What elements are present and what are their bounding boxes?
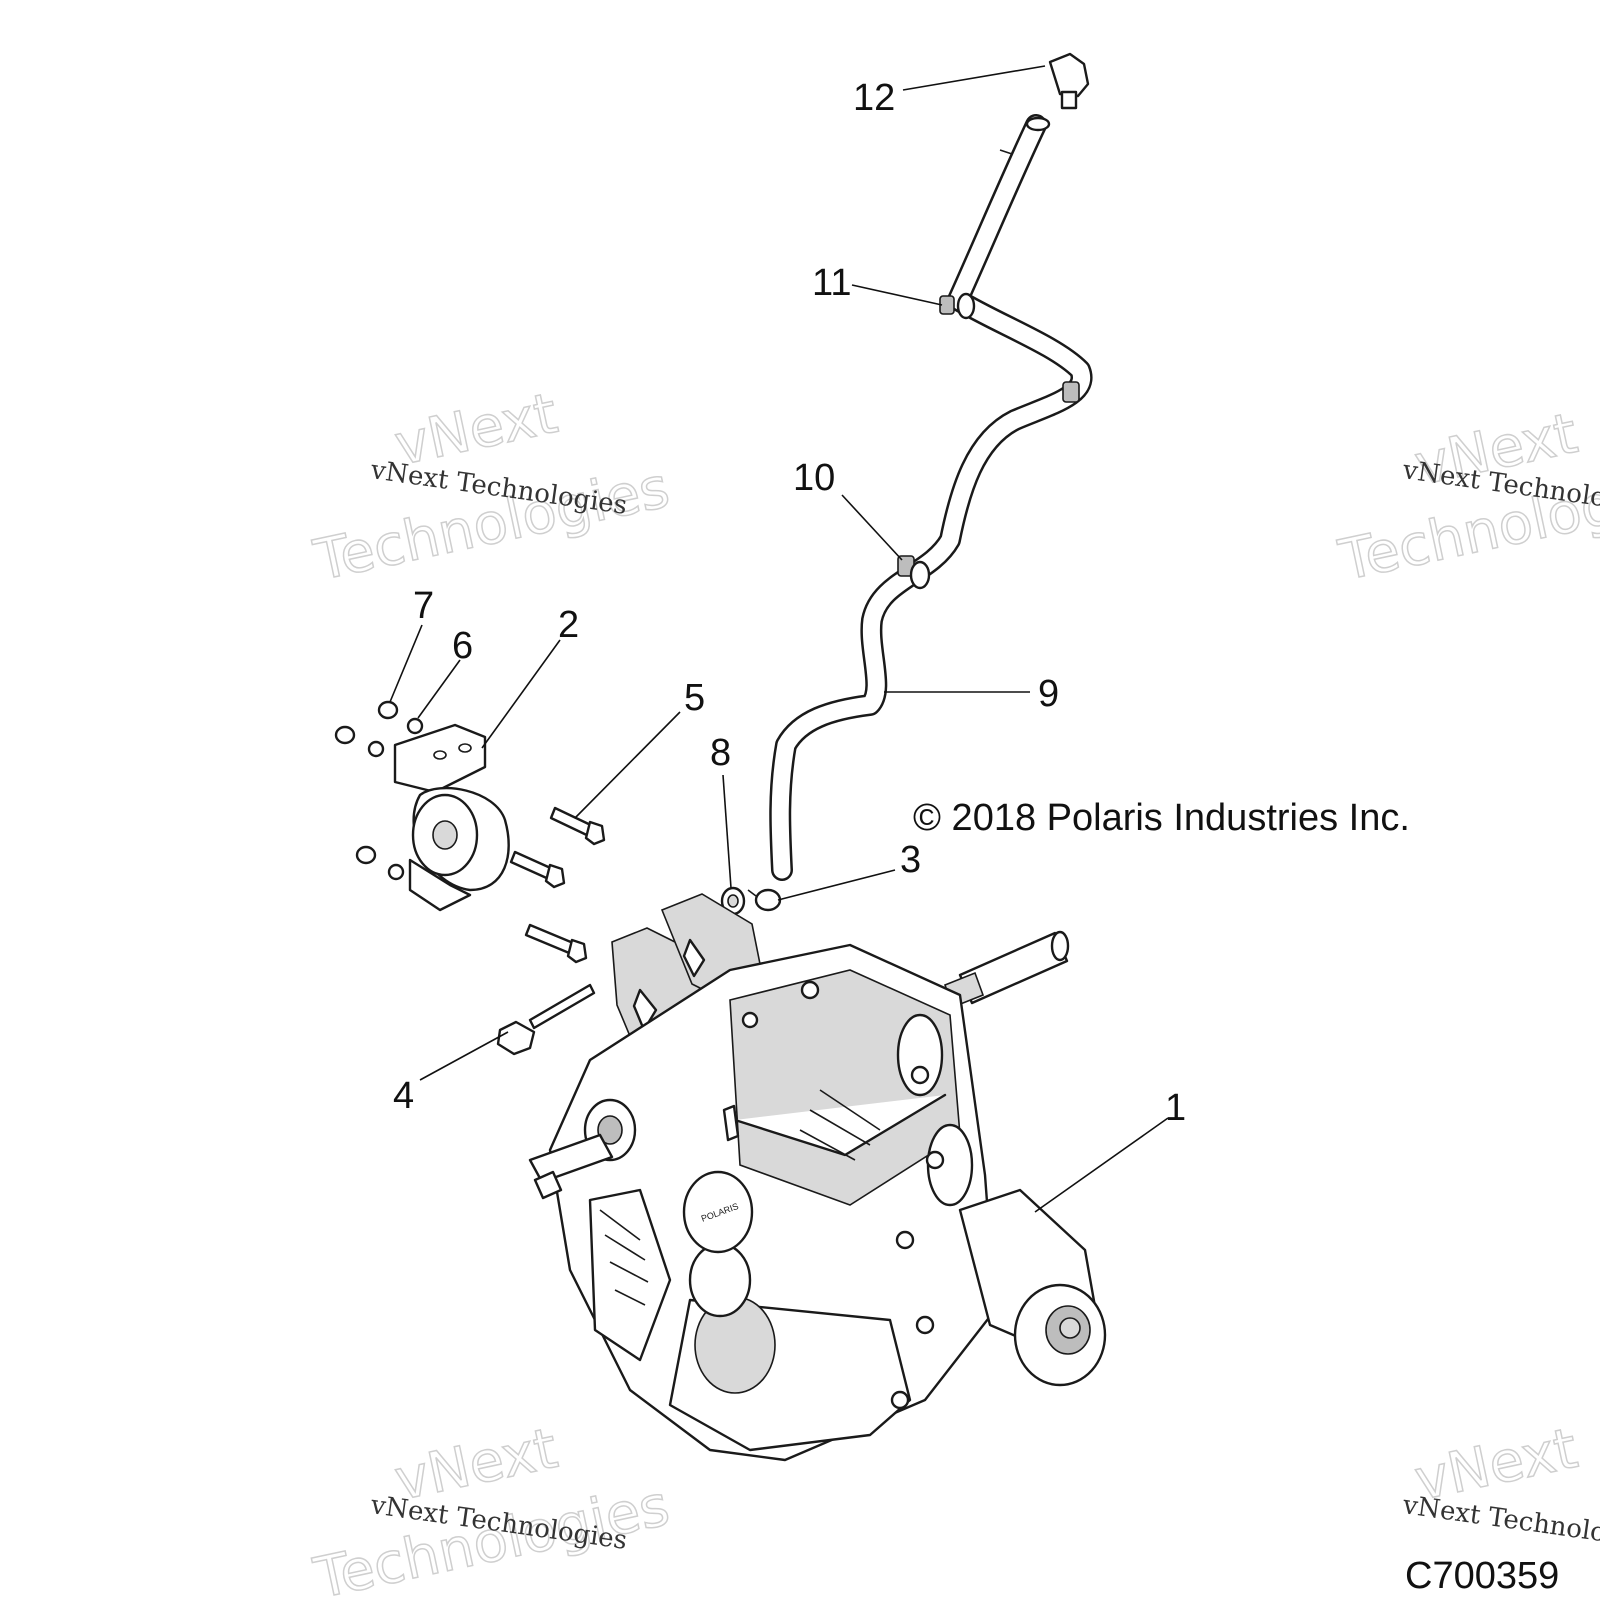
- leader-2: [481, 639, 561, 749]
- watermark-bottom-left: vNext Technologies vNext Technologies: [308, 1415, 676, 1600]
- part-1-transmission: POLARIS: [528, 893, 1107, 1462]
- part-2-engine-mount: [393, 723, 510, 912]
- callout-10: 10: [793, 457, 835, 499]
- watermark-top-right: vNext Technologies vNext Technologies: [1333, 400, 1600, 594]
- part-6-washer: [367, 717, 424, 881]
- callout-5: 5: [684, 677, 705, 719]
- leader-5: [574, 711, 681, 819]
- watermark-top-left: vNext Technologies vNext Technologies: [308, 380, 676, 594]
- figure-code: C700359: [1405, 1555, 1559, 1597]
- part-12-hose-fitting: [1048, 52, 1090, 110]
- leader-11: [851, 284, 943, 306]
- part-10-hose-clip: [897, 555, 931, 590]
- callout-9: 9: [1038, 673, 1059, 715]
- callout-2: 2: [558, 604, 579, 646]
- leader-8: [722, 774, 732, 889]
- callout-1: 1: [1165, 1087, 1186, 1129]
- watermark-small-text: vNext Technologies: [1400, 1490, 1600, 1556]
- copyright-notice: © 2018 Polaris Industries Inc.: [913, 797, 1410, 839]
- callout-7: 7: [413, 585, 434, 627]
- watermark-bottom-right: vNext vNext Technologies: [1400, 1415, 1600, 1556]
- callout-12: 12: [853, 77, 895, 119]
- leader-lines: [389, 65, 1169, 1213]
- leader-4: [419, 1031, 509, 1081]
- callout-11: 11: [812, 262, 851, 304]
- leader-3: [777, 869, 896, 901]
- callout-4: 4: [393, 1075, 414, 1117]
- callout-3: 3: [900, 839, 921, 881]
- callout-6: 6: [452, 625, 473, 667]
- leader-10: [841, 494, 903, 561]
- leader-1: [1034, 1117, 1169, 1213]
- leader-12: [902, 65, 1046, 91]
- part-7-nut: [334, 700, 399, 865]
- part-3-hose-clamp: [747, 888, 782, 912]
- callout-numbers: 1 2 3 4 5 6 7 8 9 10 11 12: [393, 77, 1186, 1129]
- callout-8: 8: [710, 732, 731, 774]
- part-5-bolt: [509, 806, 606, 889]
- part-4-bolt: [496, 923, 596, 1056]
- leader-6: [417, 659, 461, 719]
- leader-7: [389, 624, 423, 703]
